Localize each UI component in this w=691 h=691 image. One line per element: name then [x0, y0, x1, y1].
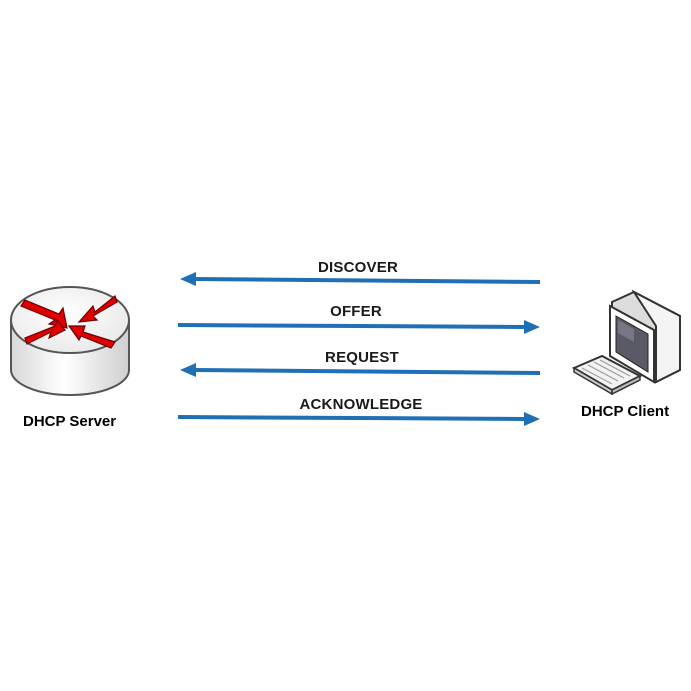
router-icon: [10, 286, 130, 396]
server-label: DHCP Server: [23, 413, 117, 430]
message-label-acknowledge: ACKNOWLEDGE: [299, 396, 423, 413]
arrow-acknowledge: [177, 412, 540, 426]
message-label-request: REQUEST: [325, 349, 399, 366]
message-label-offer: OFFER: [330, 303, 382, 320]
client-label: DHCP Client: [581, 403, 670, 420]
computer-icon: [572, 290, 681, 395]
arrow-request: [180, 363, 541, 377]
arrow-offer: [177, 320, 540, 334]
message-label-discover: DISCOVER: [318, 259, 398, 276]
arrow-discover: [180, 272, 541, 286]
